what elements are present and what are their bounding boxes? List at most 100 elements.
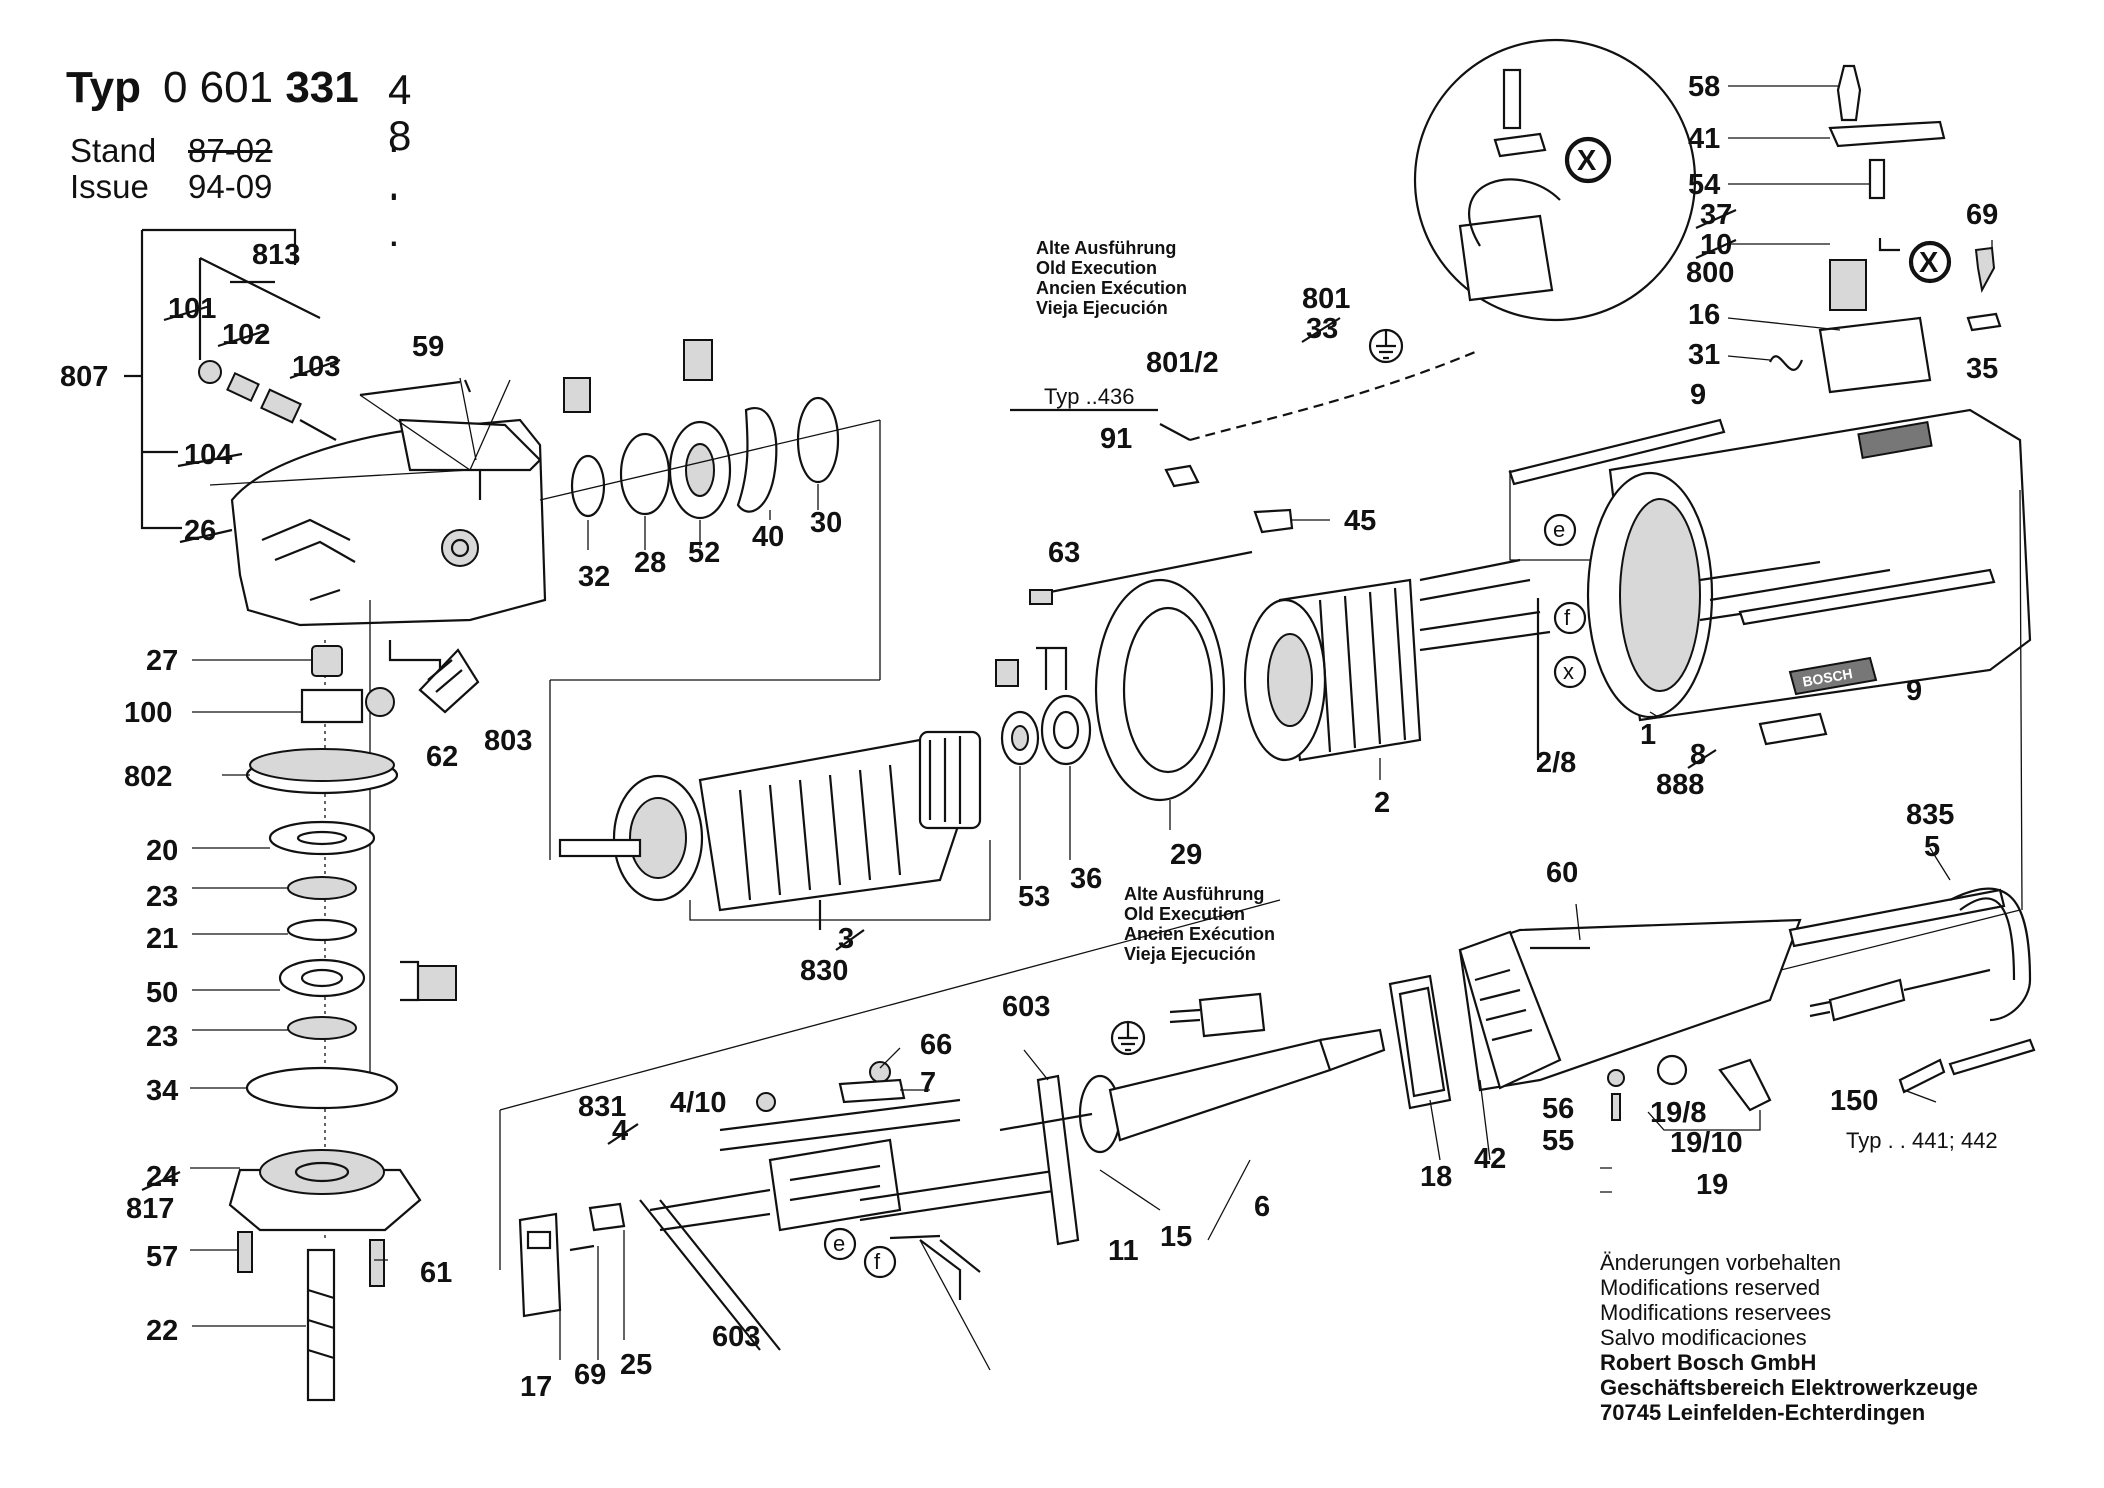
callout-26: 26 <box>184 515 216 547</box>
callout-30: 30 <box>810 507 842 539</box>
pinion-gear <box>365 640 480 717</box>
callout-62: 62 <box>426 741 458 773</box>
note-es: Vieja Ejecución <box>1124 944 1256 964</box>
callout-603-bottom: 603 <box>712 1321 760 1353</box>
callout-41: 41 <box>1688 123 1720 155</box>
callout-29: 29 <box>1170 839 1202 871</box>
callout-59: 59 <box>412 331 444 363</box>
bracket-807 <box>124 228 321 530</box>
marker-circle-f-bottom: f <box>874 1249 881 1274</box>
ground-symbol-bottom <box>1110 992 1266 1056</box>
callout-22: 22 <box>146 1315 178 1347</box>
callout-9-upper: 9 <box>1690 379 1706 411</box>
callout-17: 17 <box>520 1371 552 1403</box>
footer-line-4: Salvo modificaciones <box>1600 1325 1807 1350</box>
brush-holder-group <box>1768 64 2002 394</box>
callout-23-upper: 23 <box>146 881 178 913</box>
marker-circle-e-top: e <box>1543 513 1577 547</box>
power-cable-5 <box>1788 887 2036 1094</box>
callout-61: 61 <box>420 1257 452 1289</box>
callout-69-bottom: 69 <box>574 1359 606 1391</box>
old-execution-note-top: Alte Ausführung Old Execution Ancien Exé… <box>1036 238 1187 318</box>
marker-circle-e-bottom: e <box>833 1231 845 1256</box>
callout-19-8: 19/8 <box>1650 1097 1706 1129</box>
callout-57: 57 <box>146 1241 178 1273</box>
callout-2: 2 <box>1374 787 1390 819</box>
issue-row: Issue 94-09 <box>70 168 272 206</box>
callout-2-8: 2/8 <box>1536 747 1576 779</box>
callout-817: 817 <box>126 1193 174 1225</box>
callout-807: 807 <box>60 361 108 393</box>
ground-wire-801 <box>1010 328 1481 488</box>
note-fr: Ancien Exécution <box>1036 278 1188 298</box>
callout-25: 25 <box>620 1349 652 1381</box>
callout-6: 6 <box>1254 1191 1270 1223</box>
issue-value: 94-09 <box>188 168 273 205</box>
callout-91: 91 <box>1100 423 1132 455</box>
callout-102: 102 <box>222 319 270 351</box>
type-suffix-4: 4 . . <box>388 66 416 209</box>
callout-58: 58 <box>1688 71 1720 103</box>
inset-circle-x <box>1413 38 1697 322</box>
marker-circle-x-inset: X <box>1564 136 1612 184</box>
stand-value: 87-02 <box>188 132 273 169</box>
callout-830: 830 <box>800 955 848 987</box>
fan-baffle-29 <box>1094 578 1226 802</box>
marker-circle-f-top: f <box>1553 601 1587 635</box>
callout-28: 28 <box>634 547 666 579</box>
callout-numbers: 813 807 101 102 103 104 26 59 27 100 62 … <box>60 71 1998 1403</box>
callout-1: 1 <box>1640 719 1656 751</box>
footer-line-1: Änderungen vorbehalten <box>1600 1250 1841 1275</box>
issue-label: Issue <box>70 168 149 205</box>
footer-line-2: Modifications reserved <box>1600 1275 1821 1300</box>
handle-clamp-603 <box>999 1028 1386 1246</box>
stand-label: Stand <box>70 132 157 169</box>
left-stack-parts <box>228 645 457 1402</box>
callout-20: 20 <box>146 835 178 867</box>
callout-54: 54 <box>1688 169 1720 201</box>
footer-line-3: Modifications reservees <box>1600 1300 1832 1325</box>
callout-34: 34 <box>146 1075 178 1107</box>
type-number-main: 331 <box>285 63 359 112</box>
callout-45: 45 <box>1344 505 1376 537</box>
marker-f-bottom: f <box>874 1249 881 1274</box>
callout-5: 5 <box>1924 831 1940 863</box>
footer-notice: Änderungen vorbehalten Modifications res… <box>1600 1250 1978 1425</box>
callout-802: 802 <box>124 761 172 793</box>
type-suffix-8: 8 . . <box>388 112 416 255</box>
callout-50: 50 <box>146 977 178 1009</box>
callout-56: 56 <box>1542 1093 1574 1125</box>
callout-800: 800 <box>1686 257 1734 289</box>
callout-803: 803 <box>484 725 532 757</box>
callout-55: 55 <box>1542 1125 1574 1157</box>
leader-lines <box>190 85 1993 1371</box>
callout-104: 104 <box>184 439 232 471</box>
callout-21: 21 <box>146 923 178 955</box>
callout-69-top: 69 <box>1966 199 1998 231</box>
callout-60: 60 <box>1546 857 1578 889</box>
callout-27: 27 <box>146 645 178 677</box>
callout-35: 35 <box>1966 353 1998 385</box>
note-en: Old Execution <box>1124 904 1246 924</box>
callout-40: 40 <box>752 521 784 553</box>
callout-24: 24 <box>146 1161 178 1193</box>
callout-11: 11 <box>1108 1235 1139 1267</box>
marker-circle-x-small: x <box>1553 655 1587 689</box>
bearing-group-top <box>539 339 881 680</box>
callout-53: 53 <box>1018 881 1050 913</box>
callout-63: 63 <box>1048 537 1080 569</box>
marker-x-small: x <box>1563 659 1574 684</box>
callout-7: 7 <box>920 1067 936 1099</box>
callout-31: 31 <box>1688 339 1720 371</box>
callout-16: 16 <box>1688 299 1720 331</box>
callout-23-lower: 23 <box>146 1021 178 1053</box>
marker-f-top: f <box>1564 605 1571 630</box>
callout-100: 100 <box>124 697 172 729</box>
footer-company: Robert Bosch GmbH <box>1600 1350 1817 1375</box>
callout-52: 52 <box>688 537 720 569</box>
stand-row: Stand 87-02 <box>70 132 272 170</box>
